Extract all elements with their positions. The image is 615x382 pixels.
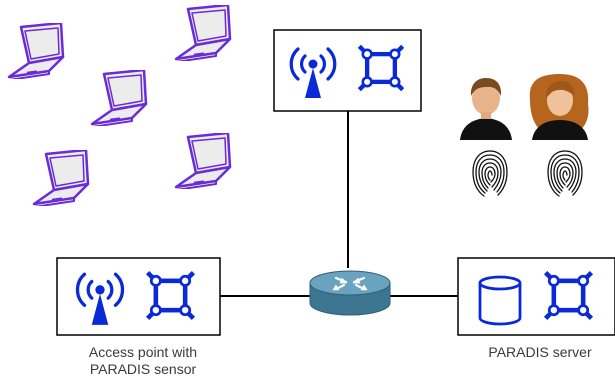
- laptop-icon: [32, 150, 90, 206]
- server-label: PARADIS server: [488, 344, 592, 360]
- laptop-icon: [90, 70, 148, 126]
- server-box: [457, 257, 615, 336]
- router-icon: [309, 270, 391, 316]
- fingerprint-icon: [547, 150, 583, 197]
- database-icon: [478, 275, 522, 326]
- fingerprint-icon: [472, 150, 508, 197]
- access-point-label-line2: PARADIS sensor: [90, 361, 197, 377]
- access-point-label-line1: Access point with: [89, 344, 197, 360]
- sensor-node-top: [273, 29, 422, 112]
- female-user-icon: [529, 74, 589, 140]
- laptop-icon: [7, 23, 65, 79]
- male-user-icon: [460, 78, 512, 140]
- laptop-icon: [174, 133, 232, 189]
- access-point-box: [56, 257, 221, 336]
- laptop-icon: [174, 5, 232, 61]
